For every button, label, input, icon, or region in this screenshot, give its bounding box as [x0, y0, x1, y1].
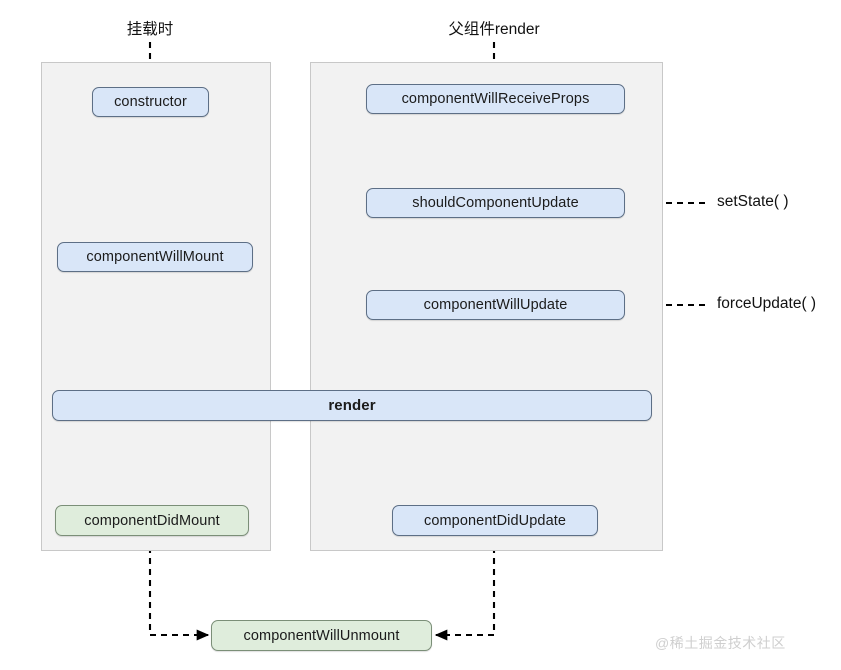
node-component-will-update[interactable]: componentWillUpdate [366, 290, 625, 320]
node-constructor[interactable]: constructor [92, 87, 209, 117]
update-column-header: 父组件render [448, 21, 540, 38]
watermark: @稀土掘金技术社区 [655, 635, 786, 651]
trigger-label-force-update: forceUpdate( ) [717, 295, 817, 312]
node-should-component-update[interactable]: shouldComponentUpdate [366, 188, 625, 218]
trigger-label-set-state: setState( ) [717, 193, 789, 210]
mount-phase-panel [41, 62, 271, 551]
arrow-didupdate-to-unmount [434, 536, 496, 641]
node-component-did-mount[interactable]: componentDidMount [55, 505, 249, 536]
arrow-didmount-to-unmount [148, 536, 210, 641]
mount-column-header: 挂载时 [126, 21, 174, 38]
node-component-will-receive-props[interactable]: componentWillReceiveProps [366, 84, 625, 114]
node-component-did-update[interactable]: componentDidUpdate [392, 505, 598, 536]
node-component-will-mount[interactable]: componentWillMount [57, 242, 253, 272]
node-component-will-unmount[interactable]: componentWillUnmount [211, 620, 432, 651]
node-render[interactable]: render [52, 390, 652, 421]
